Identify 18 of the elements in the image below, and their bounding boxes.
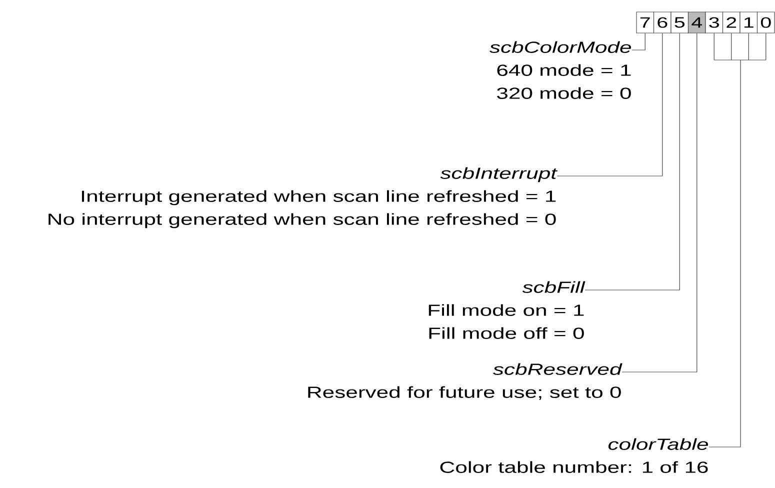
field-description: scbReserved Reserved for future use; set to 0 [308,363,622,400]
bit-cell: 0 [756,12,775,34]
field-description: colorTable Color table number: 1 of 16 [440,438,708,473]
field-description: scbFill Fill mode on = 1 Fill mode off = 0 [428,281,586,339]
leader-line [556,33,663,176]
bit-cell: 3 [705,12,724,34]
leader-line [632,33,646,50]
field-description: scbColorMode 640 mode = 1 320 mode = 0 [490,41,631,99]
leader-line [584,33,680,290]
bit-cell: 1 [740,12,758,34]
bit-cell: 5 [670,12,689,34]
bit-cell: 7 [636,12,654,34]
field-description: scbInterrupt Interrupt generated when scan line refreshed = 1 No interrupt generated when scan line refreshed = 0 [48,167,558,228]
bit-cell: 6 [653,12,672,34]
bit-cell: 2 [722,12,740,34]
bracket-leader-line [708,33,766,448]
leader-line [622,33,698,372]
bit-cell: 4 [688,12,706,34]
